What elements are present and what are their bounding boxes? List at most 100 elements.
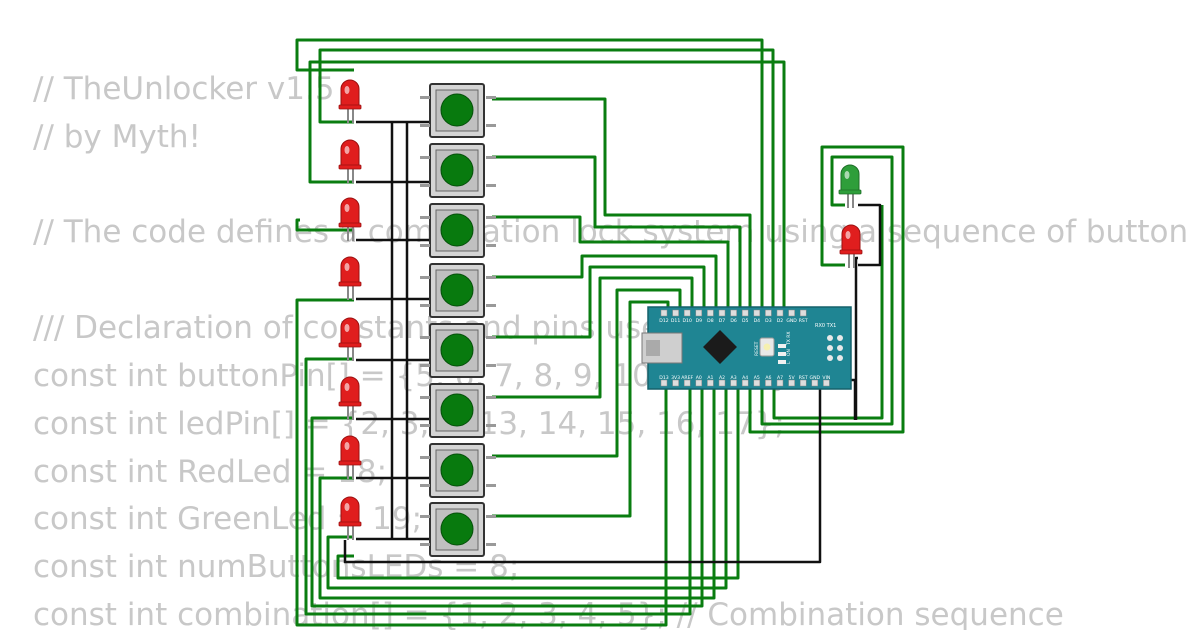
chip xyxy=(703,330,737,364)
icsp-pin xyxy=(827,345,833,351)
header-pin-top xyxy=(707,309,714,317)
board-indicator-led xyxy=(778,352,786,356)
led-leg xyxy=(347,524,349,540)
pin-label: A2 xyxy=(719,375,725,381)
led-glare xyxy=(845,231,851,239)
led xyxy=(338,376,362,420)
button-leg xyxy=(486,156,496,159)
board-label: TX RX xyxy=(786,332,792,346)
pin-label: RST xyxy=(799,375,808,381)
icsp-pin xyxy=(837,335,843,341)
code-line: // by Myth! xyxy=(33,119,201,155)
header-pin-top xyxy=(660,309,668,317)
wire xyxy=(492,300,670,518)
wire xyxy=(295,298,668,627)
button-leg xyxy=(420,543,430,546)
pin-label: A5 xyxy=(754,375,760,381)
green-wires xyxy=(295,38,905,627)
board-label: ON xyxy=(786,349,792,356)
button-cap xyxy=(440,93,474,127)
led-leg xyxy=(352,284,354,300)
button-leg xyxy=(486,96,496,99)
led-leg xyxy=(352,107,354,123)
pin-label: GND xyxy=(810,375,821,381)
led xyxy=(338,197,362,241)
led-body xyxy=(340,496,360,525)
header-pin-top xyxy=(672,309,679,317)
header-pin-bottom xyxy=(799,379,807,387)
header-pin-bottom xyxy=(811,379,819,387)
wire xyxy=(318,388,716,600)
led-leg xyxy=(352,167,354,183)
led-leg xyxy=(847,192,849,208)
header-pin-top xyxy=(695,309,703,317)
pin-label: D12 xyxy=(659,318,668,324)
black-wires xyxy=(343,120,882,564)
led-rim xyxy=(338,401,362,407)
button-leg xyxy=(420,184,430,187)
wire xyxy=(326,388,728,590)
button-cap xyxy=(440,273,474,307)
led-leg xyxy=(352,404,354,420)
button-leg xyxy=(486,424,496,427)
header-pin-bottom xyxy=(730,379,737,387)
wire xyxy=(760,155,894,426)
led-leg xyxy=(347,284,349,300)
pin-label: RST xyxy=(799,318,808,324)
header-pin-bottom xyxy=(741,379,749,387)
led-body xyxy=(340,256,360,285)
led-glare xyxy=(344,146,350,154)
button-leg xyxy=(420,515,430,518)
button-leg xyxy=(420,96,430,99)
button-leg xyxy=(420,216,430,219)
led-leg xyxy=(853,252,855,268)
header-pin-bottom xyxy=(707,379,714,387)
wire xyxy=(492,265,706,339)
button-cap xyxy=(440,453,474,487)
led-body xyxy=(841,224,861,253)
header-pin-top xyxy=(753,309,761,317)
wire xyxy=(492,155,742,313)
header-pin-top xyxy=(718,309,726,317)
pin-label: A3 xyxy=(731,375,737,381)
usb-connector xyxy=(641,332,683,364)
pin-label: A4 xyxy=(742,375,748,381)
pin-label: D7 xyxy=(719,318,726,324)
pin-label: A7 xyxy=(777,375,783,381)
header-pin-bottom xyxy=(718,379,726,387)
button-leg xyxy=(420,364,430,367)
usb-port xyxy=(646,340,660,356)
led-body xyxy=(340,376,360,405)
button-leg xyxy=(420,304,430,307)
pin-label: 5V xyxy=(789,375,796,381)
button-cap xyxy=(440,333,474,367)
button-leg xyxy=(486,304,496,307)
wire xyxy=(295,38,764,313)
led-body xyxy=(340,79,360,108)
led-rim xyxy=(338,521,362,527)
pin-label: D4 xyxy=(754,318,761,324)
wire xyxy=(858,203,882,267)
wire xyxy=(854,256,858,420)
led-body xyxy=(840,164,860,193)
board-indicator-led xyxy=(778,360,786,364)
led xyxy=(338,317,362,361)
led-rim xyxy=(839,249,863,255)
board-label: RESET xyxy=(754,341,760,356)
header-pin-bottom xyxy=(753,379,761,387)
led-leg xyxy=(352,345,354,361)
led-leg xyxy=(347,225,349,241)
wire xyxy=(492,288,682,458)
button-leg xyxy=(486,543,496,546)
button-leg xyxy=(486,184,496,187)
button-leg xyxy=(420,124,430,127)
led-leg xyxy=(352,225,354,241)
push-button xyxy=(420,203,496,258)
code-line: const int RedLed = 18; xyxy=(33,454,388,490)
led-body xyxy=(340,197,360,226)
led xyxy=(338,139,362,183)
header-pin-bottom xyxy=(683,379,691,387)
pin-label: D8 xyxy=(707,318,714,324)
header-pin-top xyxy=(776,309,784,317)
